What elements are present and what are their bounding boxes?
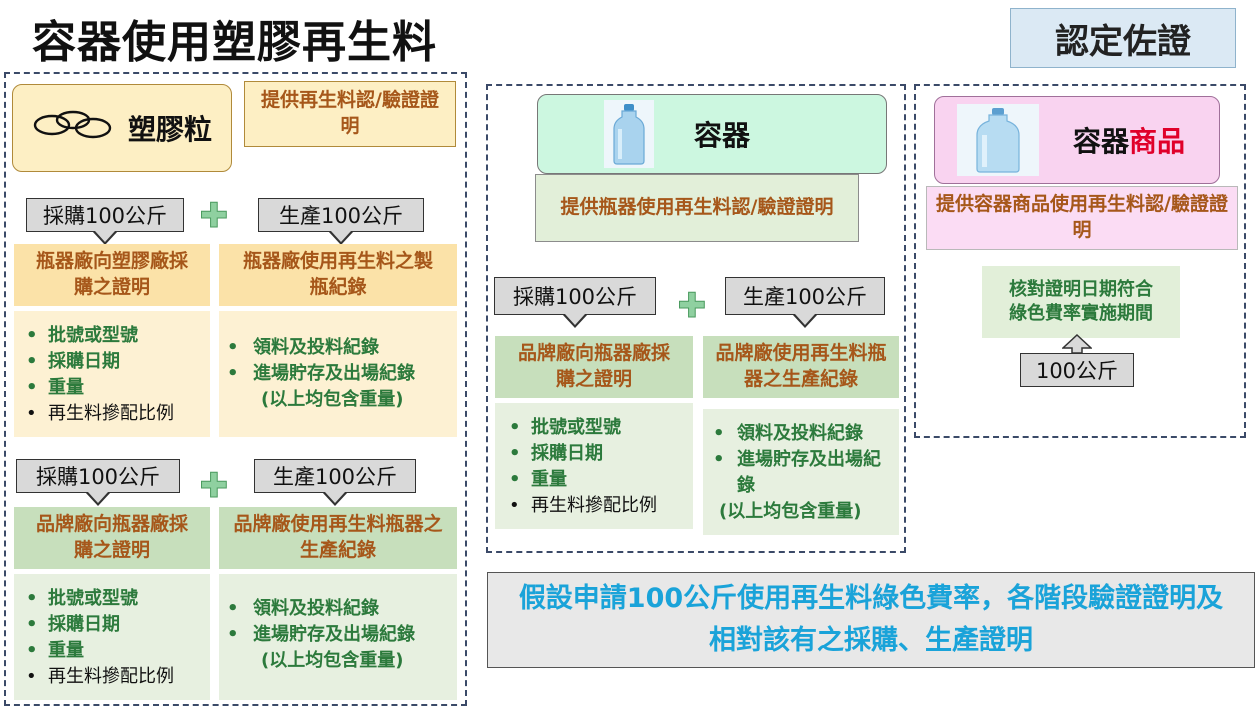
date-check-box: 核對證明日期符合綠色費率實施期間 <box>982 266 1180 338</box>
purchase-tag: 採購100公斤 <box>26 198 184 232</box>
purchase-tag: 採購100公斤 <box>494 277 656 315</box>
list-item: •領料及投料紀錄 <box>227 337 379 358</box>
brand-purchase-proof: 品牌廠向瓶器廠採購之證明 <box>495 336 693 398</box>
brand-purchase-proof: 品牌廠向瓶器廠採購之證明 <box>14 507 210 569</box>
list-item: •採購日期 <box>509 443 603 464</box>
container-section <box>486 84 906 553</box>
production-items-list: •領料及投料紀錄 •進場貯存及出場紀錄 (以上均包含重量) <box>219 574 457 700</box>
purchase-items-list: •批號或型號 •採購日期 •重量 •再生料摻配比例 <box>14 311 210 437</box>
list-item: •重量 <box>26 377 84 398</box>
product-header-label: 容器商品 <box>1073 125 1186 158</box>
evidence-badge: 認定佐證 <box>1010 8 1236 68</box>
production-items-list: •領料及投料紀錄 •進場貯存及出場紀錄 (以上均包含重量) <box>703 409 899 535</box>
summary-box: 假設申請100公斤使用再生料綠色費率，各階段驗證證明及相對該有之採購、生產證明 <box>487 572 1255 668</box>
list-item: •批號或型號 <box>26 325 138 346</box>
list-item: •再生料摻配比例 <box>26 403 174 424</box>
up-arrow-icon <box>1061 333 1093 354</box>
product-section <box>914 84 1246 438</box>
list-item: •重量 <box>26 640 84 661</box>
production-tag: 生產100公斤 <box>254 459 416 493</box>
pellet-section <box>4 72 467 706</box>
production-tag: 生產100公斤 <box>725 277 885 315</box>
pellet-header-label: 塑膠粒 <box>127 113 212 146</box>
list-item: •領料及投料紀錄 <box>713 423 863 444</box>
purchase-items-list: •批號或型號 •採購日期 •重量 •再生料摻配比例 <box>14 574 210 700</box>
pellet-header: 塑膠粒 <box>12 84 232 172</box>
list-item: •進場貯存及出場紀錄 <box>713 449 881 496</box>
list-item: •批號或型號 <box>509 417 621 438</box>
pellet-rings-icon <box>32 105 114 152</box>
purchase-tag: 採購100公斤 <box>16 459 180 493</box>
list-item: •採購日期 <box>26 351 120 372</box>
container-header: 容器 <box>537 94 887 174</box>
container-header-note: 提供瓶器使用再生料認/驗證證明 <box>535 174 859 242</box>
list-item: •再生料摻配比例 <box>26 666 174 687</box>
container-header-label: 容器 <box>694 119 751 152</box>
list-item: •重量 <box>509 469 567 490</box>
plus-icon: ✚ <box>199 466 229 507</box>
page-title: 容器使用塑膠再生料 <box>32 17 437 68</box>
bottle-icon <box>957 104 1039 176</box>
brand-production-record: 品牌廠使用再生料瓶器之生產紀錄 <box>219 507 457 569</box>
list-item: •領料及投料紀錄 <box>227 598 379 619</box>
product-header: 容器商品 <box>934 96 1220 184</box>
list-item: •進場貯存及出場紀錄 <box>227 363 415 384</box>
weight-note: (以上均包含重量) <box>719 501 862 522</box>
purchase-items-list: •批號或型號 •採購日期 •重量 •再生料摻配比例 <box>495 403 693 529</box>
bottle-factory-purchase-proof: 瓶器廠向塑膠廠採購之證明 <box>14 244 210 306</box>
plus-icon: ✚ <box>677 286 707 327</box>
list-item: •批號或型號 <box>26 588 138 609</box>
production-items-list: •領料及投料紀錄 •進場貯存及出場紀錄 (以上均包含重量) <box>219 311 457 437</box>
plus-icon: ✚ <box>199 196 229 237</box>
production-tag: 生產100公斤 <box>258 198 424 232</box>
weight-note: (以上均包含重量) <box>261 389 404 410</box>
bottle-production-record: 瓶器廠使用再生料之製瓶紀錄 <box>219 244 457 306</box>
list-item: •採購日期 <box>26 614 120 635</box>
weight-note: (以上均包含重量) <box>261 650 404 671</box>
weight-tag: 100公斤 <box>1020 353 1134 387</box>
product-header-note: 提供容器商品使用再生料認/驗證證明 <box>926 186 1238 250</box>
brand-production-record: 品牌廠使用再生料瓶器之生產紀錄 <box>703 336 899 398</box>
list-item: •再生料摻配比例 <box>509 495 657 516</box>
list-item: •進場貯存及出場紀錄 <box>227 624 415 645</box>
pellet-header-note: 提供再生料認/驗證證明 <box>244 81 456 147</box>
bottle-icon <box>604 100 654 168</box>
